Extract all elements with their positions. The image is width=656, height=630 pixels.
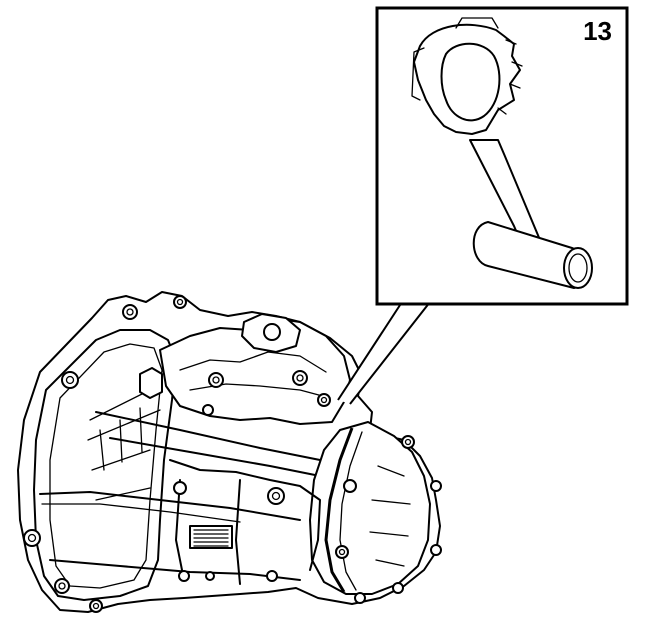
shift-lever-part [411, 17, 593, 289]
rear-cover-ribs [369, 465, 411, 567]
lower-body [169, 459, 321, 585]
case-rib-lower-2 [41, 503, 241, 523]
gearbox-housing [17, 291, 442, 613]
detail-callout-box: 13 [375, 6, 629, 306]
fork-ring-inner [440, 42, 501, 122]
rear-cover-flange-inner [339, 431, 363, 591]
case-rib-middle [109, 437, 341, 481]
fork-notches [497, 39, 523, 115]
case-internal-detail [87, 389, 161, 501]
collar-bore [568, 253, 588, 283]
selector-port [263, 323, 281, 341]
case-rib-lower [39, 491, 301, 521]
rear-cover-flange [324, 427, 354, 593]
callout-number: 13 [583, 16, 612, 46]
bell-boss [139, 367, 163, 399]
housing-bolts [23, 295, 442, 613]
callout-leader [337, 301, 431, 405]
fork-ring-lip [411, 17, 499, 101]
bell-flange-inner [49, 343, 163, 589]
breather-grille [189, 525, 233, 549]
